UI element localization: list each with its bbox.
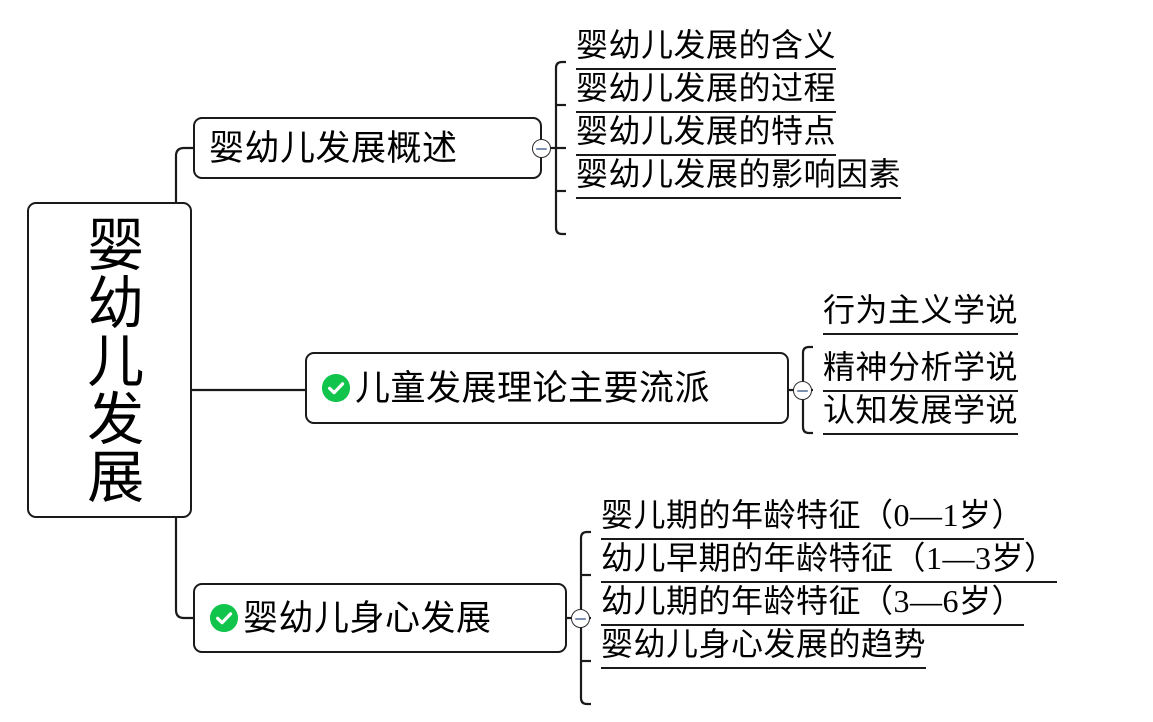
branch-node-3[interactable]: 婴幼儿身心发展 [193,583,567,653]
leaf-item-3-1[interactable]: 婴儿期的年龄特征（0—1岁） [601,499,1025,540]
check-circle-icon [321,373,351,403]
branch-node-3-label: 婴幼儿身心发展 [243,598,492,638]
leaf-item-1-1[interactable]: 婴幼儿发展的含义 [576,29,837,70]
branch-node-1-label: 婴幼儿发展概述 [209,128,458,168]
root-node-label: 婴幼儿发展 [78,215,142,505]
branch-1-collapse-toggle[interactable] [532,139,551,158]
branch-2-collapse-toggle[interactable] [793,381,812,400]
leaf-item-1-3[interactable]: 婴幼儿发展的特点 [576,115,837,156]
leaf-item-2-2[interactable]: 精神分析学说 [823,351,1019,392]
leaf-item-3-4[interactable]: 婴幼儿身心发展的趋势 [601,628,927,669]
check-circle-icon [209,603,239,633]
leaf-item-2-1[interactable]: 行为主义学说 [823,294,1019,335]
leaf-item-2-3[interactable]: 认知发展学说 [823,394,1019,435]
leaf-item-1-2[interactable]: 婴幼儿发展的过程 [576,72,837,113]
branch-3-collapse-toggle[interactable] [571,609,590,628]
root-node[interactable]: 婴幼儿发展 [27,202,192,518]
leaf-item-3-3[interactable]: 幼儿期的年龄特征（3—6岁） [601,585,1025,626]
branch-node-2[interactable]: 儿童发展理论主要流派 [305,352,789,424]
branch-node-2-label: 儿童发展理论主要流派 [355,368,711,408]
leaf-item-1-4[interactable]: 婴幼儿发展的影响因素 [576,158,902,199]
branch-node-1[interactable]: 婴幼儿发展概述 [193,117,542,179]
leaf-item-3-2[interactable]: 幼儿早期的年龄特征（1—3岁） [601,542,1057,583]
